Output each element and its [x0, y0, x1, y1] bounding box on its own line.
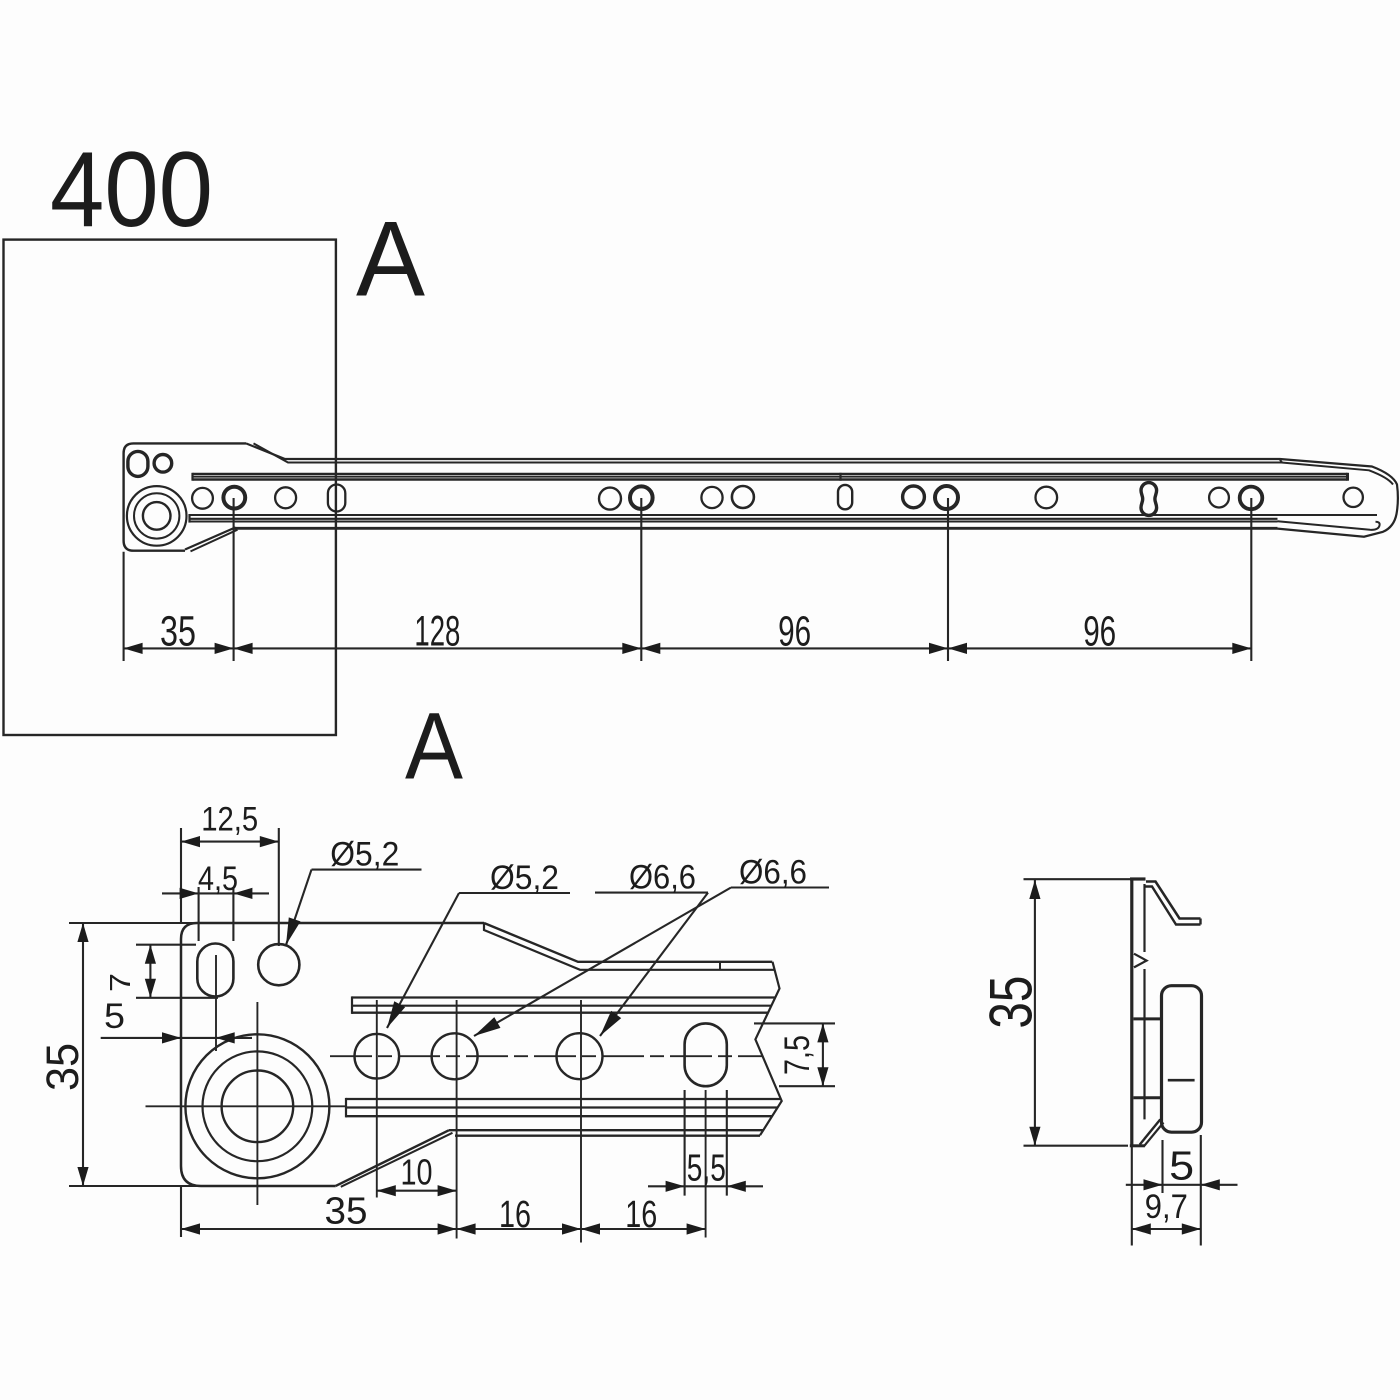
svg-text:7,5: 7,5: [778, 1035, 817, 1075]
svg-text:35: 35: [37, 1043, 88, 1091]
svg-text:128: 128: [414, 608, 460, 656]
svg-text:16: 16: [499, 1194, 531, 1236]
svg-text:10: 10: [401, 1151, 433, 1192]
svg-text:35: 35: [978, 976, 1045, 1029]
svg-text:16: 16: [625, 1194, 657, 1236]
svg-text:35: 35: [160, 608, 196, 656]
svg-text:5: 5: [104, 997, 125, 1036]
svg-text:Ø6,6: Ø6,6: [739, 854, 807, 892]
svg-text:Ø5,2: Ø5,2: [490, 859, 559, 897]
svg-text:12,5: 12,5: [201, 800, 258, 838]
svg-text:A: A: [356, 199, 426, 319]
svg-text:5,5: 5,5: [687, 1148, 726, 1190]
svg-text:400: 400: [50, 129, 213, 249]
svg-text:A: A: [405, 693, 464, 799]
svg-text:96: 96: [1083, 608, 1116, 656]
svg-text:96: 96: [778, 608, 811, 656]
svg-text:7: 7: [105, 973, 137, 992]
svg-text:5: 5: [1169, 1143, 1194, 1189]
svg-text:4,5: 4,5: [198, 860, 238, 898]
svg-text:35: 35: [325, 1191, 368, 1233]
svg-text:9,7: 9,7: [1145, 1188, 1188, 1226]
svg-text:Ø6,6: Ø6,6: [629, 859, 696, 897]
svg-text:Ø5,2: Ø5,2: [330, 836, 399, 874]
